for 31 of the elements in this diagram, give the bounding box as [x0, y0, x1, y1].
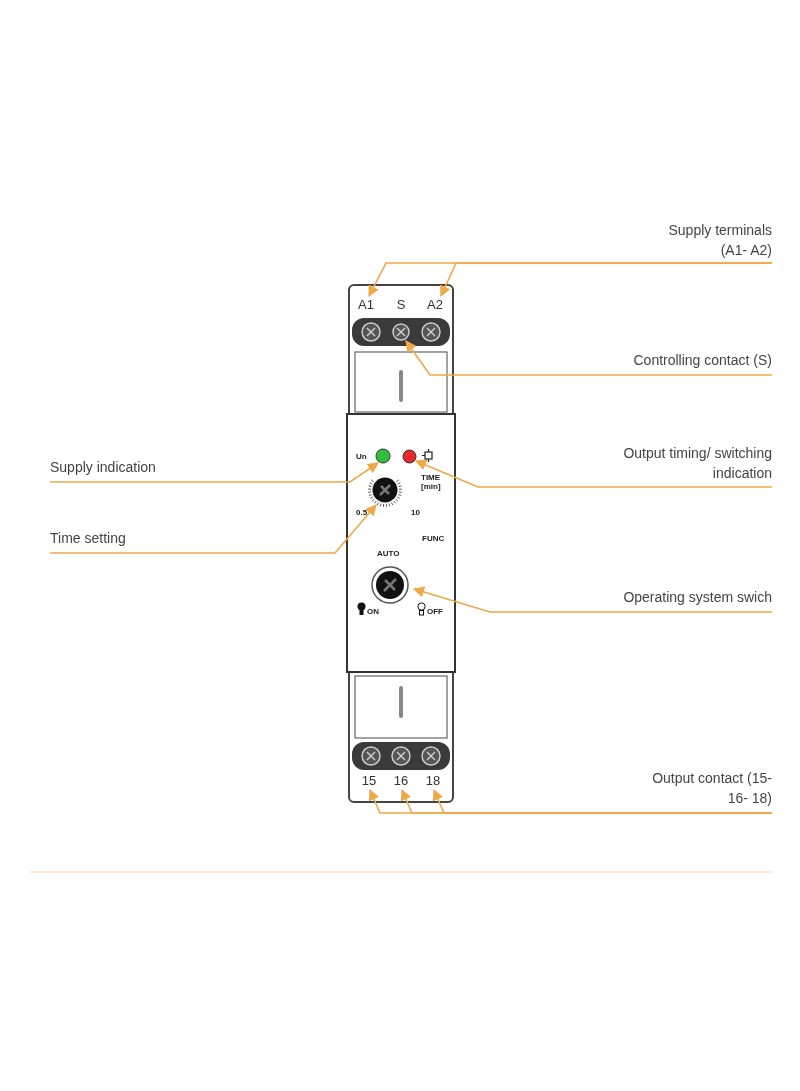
leader-line [49, 462, 379, 483]
leader-line [414, 459, 773, 488]
status-led [402, 449, 417, 464]
callout-label: Controlling contact (S) [552, 350, 772, 375]
scale-label: 10 [411, 508, 421, 517]
panel-label: Un [356, 452, 368, 461]
leader-line [440, 262, 773, 297]
panel-label: TIME [min] [421, 473, 442, 491]
panel-label: OFF [427, 607, 444, 616]
leader-line [405, 340, 773, 376]
leader-line [412, 586, 773, 613]
callout-label: Supply indication [50, 457, 250, 482]
terminal-label: S [395, 297, 407, 313]
function-knob [370, 565, 410, 605]
terminal-screw [392, 323, 410, 341]
callout-label: Time setting [50, 528, 250, 553]
terminal-label: A2 [425, 297, 445, 313]
callout-label: Supply terminals (A1- A2) [652, 220, 772, 263]
callout-label: Output timing/ switching indication [612, 443, 772, 487]
callout-label: Output contact (15- 16- 18) [652, 768, 772, 813]
terminal-label: 16 [392, 773, 410, 789]
terminal-label: A1 [357, 297, 375, 313]
panel-label: FUNC [422, 534, 446, 543]
terminal-label: 18 [424, 773, 442, 789]
callout-label: Operating system swich [552, 587, 772, 612]
leader-line [49, 504, 377, 554]
status-led [375, 448, 391, 464]
scale-label: 0.5 [356, 508, 369, 517]
terminal-label: 15 [360, 773, 378, 789]
panel-label: ON [367, 607, 380, 616]
panel-label: AUTO [377, 549, 401, 558]
